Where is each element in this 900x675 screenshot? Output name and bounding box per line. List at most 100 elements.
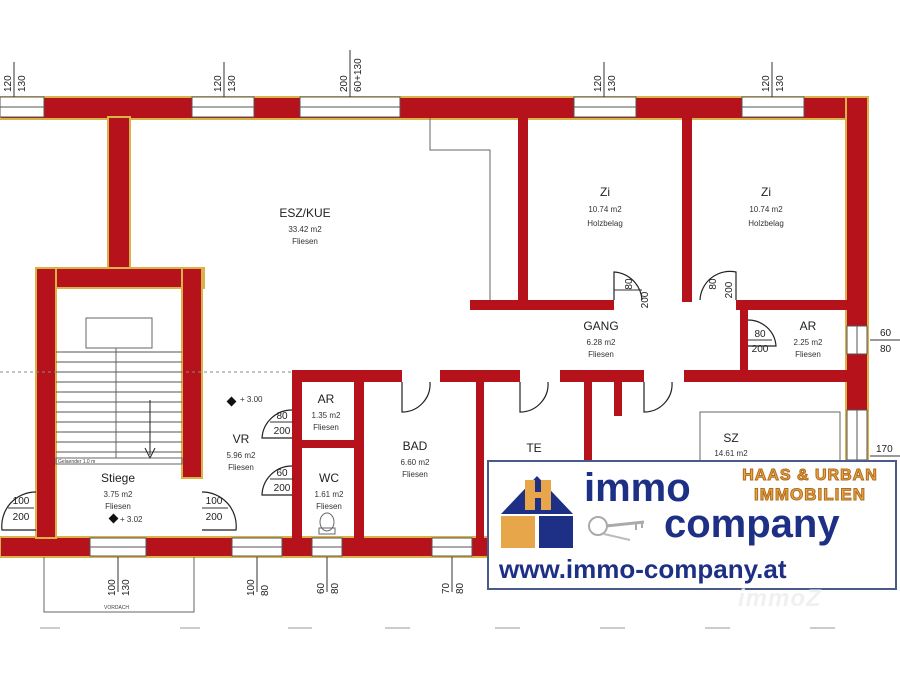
svg-text:60: 60 (276, 468, 288, 479)
dim-window-top-1: 120 130 (3, 62, 28, 97)
room-sz: SZ 14.61 m2 (714, 431, 748, 458)
dim-door-entry-stair: 100 200 (202, 496, 228, 523)
brand-immo-text: immo (584, 466, 691, 510)
room-zi-2: Zi 10.74 m2 Holzbelag (748, 185, 784, 228)
dim-window-bottom-3: 60 80 (316, 557, 341, 594)
stair-railing-label: Gelaender 1.0 m (58, 459, 95, 465)
room-name: SZ (723, 431, 738, 445)
svg-text:60: 60 (316, 582, 327, 594)
svg-text:80: 80 (330, 582, 341, 594)
room-bad: BAD 6.60 m2 Fliesen (401, 439, 430, 479)
room-esz: ESZ/KUE 33.42 m2 Fliesen (279, 206, 330, 246)
svg-text:130: 130 (775, 75, 786, 92)
svg-text:70: 70 (441, 582, 452, 594)
room-area: 5.96 m2 (227, 451, 256, 460)
room-name: TE (526, 441, 541, 455)
svg-text:120: 120 (761, 75, 772, 92)
svg-text:200: 200 (274, 483, 291, 494)
room-area: 10.74 m2 (749, 205, 783, 214)
room-area: 6.28 m2 (587, 338, 616, 347)
svg-text:80: 80 (880, 344, 892, 355)
dim-door-wc: 60 200 (270, 468, 294, 494)
room-stiege: Stiege 3.75 m2 Fliesen (101, 471, 135, 511)
door-entry-stair (201, 491, 237, 531)
house-logo-icon (501, 476, 573, 548)
svg-text:80: 80 (708, 278, 719, 290)
keys-icon (588, 516, 645, 541)
room-floor: Fliesen (105, 502, 131, 511)
room-te: TE (526, 441, 541, 455)
staircase: Gelaender 1.0 m (55, 317, 183, 465)
website-url[interactable]: www.immo-company.at (499, 554, 787, 584)
right-windows (846, 325, 868, 461)
door-ar-left (261, 409, 293, 439)
svg-text:200: 200 (206, 512, 223, 523)
room-area: 33.42 m2 (288, 225, 322, 234)
dim-window-top-3: 200 60+130 (339, 50, 364, 97)
room-vr: VR 5.96 m2 Fliesen (227, 432, 256, 472)
dim-door-ar-left: 80 200 (270, 411, 294, 437)
svg-text:80: 80 (276, 411, 288, 422)
room-floor: Holzbelag (587, 219, 623, 228)
room-area: 1.61 m2 (315, 490, 344, 499)
level-markers: + 3.00 + 3.02 (108, 395, 263, 524)
room-area: 10.74 m2 (588, 205, 622, 214)
room-floor: Fliesen (402, 470, 428, 479)
dim-window-bottom-2: 100 80 (246, 557, 271, 596)
svg-text:80: 80 (455, 582, 466, 594)
svg-text:120: 120 (213, 75, 224, 92)
doors (1, 270, 777, 535)
svg-text:200: 200 (724, 281, 735, 298)
room-labels: ESZ/KUE 33.42 m2 Fliesen Zi 10.74 m2 Hol… (101, 185, 823, 511)
canopy: VORDACH (43, 557, 195, 613)
room-wc: WC 1.61 m2 Fliesen (315, 471, 344, 511)
interior-walls (35, 116, 848, 539)
svg-text:170: 170 (876, 444, 893, 455)
svg-text:130: 130 (607, 75, 618, 92)
dim-window-top-2: 120 130 (213, 62, 238, 97)
watermark-text: immoZ (738, 585, 822, 612)
room-area: 14.61 m2 (714, 449, 748, 458)
svg-text:200: 200 (752, 344, 769, 355)
svg-text:100: 100 (246, 579, 257, 596)
room-floor: Fliesen (795, 350, 821, 359)
room-floor: Fliesen (588, 350, 614, 359)
svg-text:120: 120 (3, 75, 14, 92)
svg-text:80: 80 (624, 278, 635, 290)
dim-window-bottom-4: 70 80 (441, 557, 466, 594)
door-wc (261, 465, 293, 496)
svg-text:100: 100 (13, 496, 30, 507)
room-name: Stiege (101, 471, 135, 485)
room-ar-right: AR 2.25 m2 Fliesen (794, 319, 823, 359)
svg-text:200: 200 (640, 291, 651, 308)
right-window-dimensions: 60 80 170 (870, 328, 900, 457)
partner-line-1: HAAS & URBAN (742, 467, 878, 484)
svg-text:200: 200 (274, 426, 291, 437)
door-bad (401, 381, 431, 413)
level-stair: + 3.02 (120, 515, 143, 524)
dim-window-top-4: 120 130 (593, 62, 618, 97)
room-name: Zi (600, 185, 610, 199)
dim-door-zi-right: 80 200 (708, 278, 735, 298)
svg-text:130: 130 (121, 579, 132, 596)
door-sz (643, 381, 673, 413)
room-name: AR (318, 392, 335, 406)
room-name: WC (319, 471, 339, 485)
room-zi-1: Zi 10.74 m2 Holzbelag (587, 185, 623, 228)
svg-text:60: 60 (880, 328, 892, 339)
room-floor: Fliesen (228, 463, 254, 472)
dim-window-right-2: 170 (870, 444, 900, 457)
bottom-window-dimensions: 100 130 100 80 60 80 70 80 (107, 557, 466, 596)
level-upper: + 3.00 (240, 395, 263, 404)
svg-text:200: 200 (13, 512, 30, 523)
dim-window-right-1: 60 80 (870, 328, 900, 355)
top-windows (0, 96, 805, 118)
room-area: 1.35 m2 (312, 411, 341, 420)
door-dimensions: 80 200 80 200 80 200 80 200 60 200 100 2… (8, 278, 772, 523)
svg-text:130: 130 (17, 75, 28, 92)
door-zi-left (613, 271, 643, 301)
svg-text:100: 100 (206, 496, 223, 507)
door-ar-right (747, 319, 777, 347)
brand-company-text: company (664, 502, 840, 546)
room-floor: Holzbelag (748, 219, 784, 228)
